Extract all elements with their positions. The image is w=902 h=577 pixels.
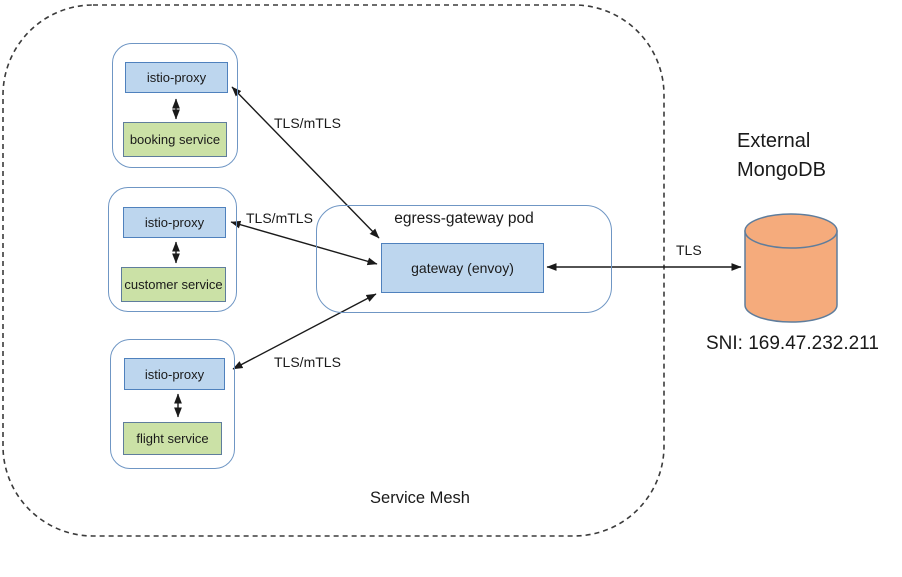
istio-proxy-box-customer: istio-proxy <box>123 207 226 238</box>
tls-mtls-label-booking: TLS/mTLS <box>274 115 341 131</box>
tls-label-external: TLS <box>676 242 702 258</box>
tls-mtls-label-customer: TLS/mTLS <box>246 210 313 226</box>
gateway-envoy-label: gateway (envoy) <box>411 260 514 276</box>
istio-proxy-label: istio-proxy <box>144 366 205 382</box>
customer-service-box: customer service <box>121 267 226 302</box>
pod-customer: istio-proxy customer service <box>108 187 237 312</box>
pod-booking: istio-proxy booking service <box>112 43 238 168</box>
pod-flight: istio-proxy flight service <box>110 339 235 469</box>
booking-service-box: booking service <box>123 122 227 157</box>
edge-booking-proxy-to-gateway <box>231 86 380 239</box>
customer-service-label: customer service <box>124 277 223 292</box>
istio-proxy-label: istio-proxy <box>146 70 207 85</box>
flight-service-label: flight service <box>136 431 209 446</box>
tls-mtls-label-flight: TLS/mTLS <box>274 354 341 370</box>
mongodb-cylinder-icon <box>744 213 838 323</box>
edge-flight-proxy-to-gateway <box>232 293 377 370</box>
istio-proxy-label: istio-proxy <box>144 215 205 230</box>
external-mongodb-title: External MongoDB <box>737 130 826 181</box>
booking-service-label: booking service <box>129 132 221 147</box>
edge-customer-proxy-to-gateway <box>230 220 378 266</box>
service-mesh-caption: Service Mesh <box>370 489 470 507</box>
egress-gateway-pod-title: egress-gateway pod <box>394 210 534 227</box>
istio-proxy-box-flight: istio-proxy <box>124 358 225 390</box>
gateway-envoy-box: gateway (envoy) <box>381 243 544 293</box>
istio-proxy-box-booking: istio-proxy <box>125 62 228 93</box>
sni-label: SNI: 169.47.232.211 <box>706 333 879 354</box>
service-mesh-boundary <box>2 4 665 537</box>
flight-service-box: flight service <box>123 422 222 455</box>
egress-gateway-pod: egress-gateway pod gateway (envoy) <box>316 205 612 313</box>
